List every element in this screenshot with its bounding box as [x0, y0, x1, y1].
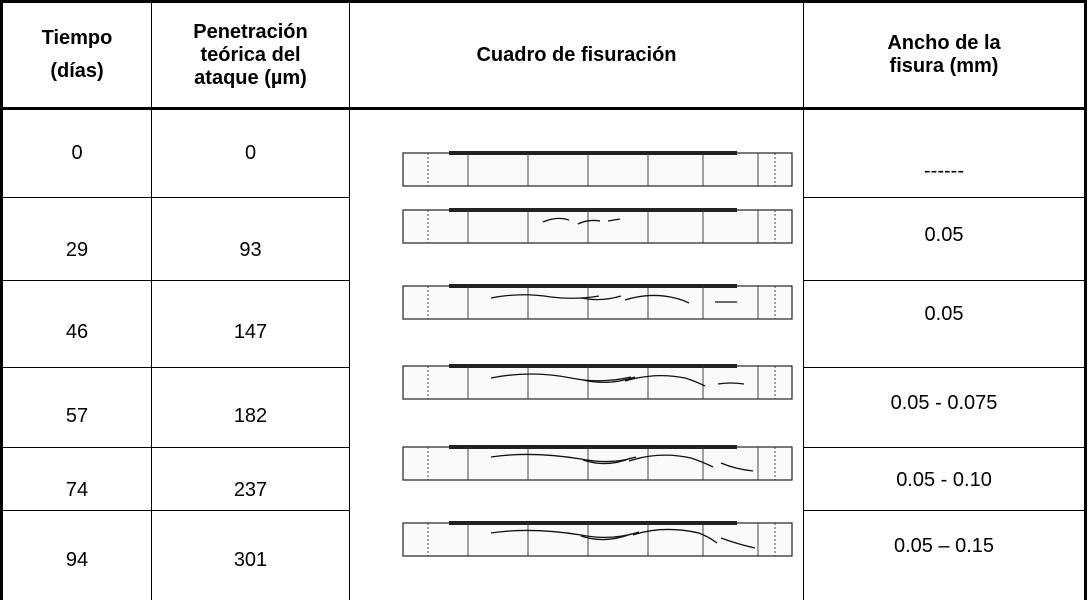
- crack-line: [490, 453, 637, 463]
- row-divider-1b: [151, 197, 350, 198]
- cell-penetracion-5: 301: [233, 548, 268, 571]
- row-divider-4c: [803, 447, 1087, 448]
- header-ancho: Ancho de la fisura (mm): [804, 3, 1084, 107]
- specimen-1: [402, 208, 793, 244]
- specimen-0: [402, 151, 793, 187]
- crack-line: [582, 457, 632, 465]
- header-tiempo-line-2: (días): [50, 60, 104, 82]
- cell-penetracion-2: 147: [233, 320, 268, 343]
- row-divider-3: [0, 367, 350, 368]
- crack-line: [580, 295, 622, 301]
- row-divider-1: [0, 197, 152, 198]
- cell-ancho-3: 0.05 - 0.075: [890, 391, 998, 414]
- header-ancho-line-1: Ancho de la: [887, 32, 1001, 54]
- table-border-top: [0, 0, 1087, 3]
- specimen-4: [402, 445, 793, 481]
- specimen-3: [402, 364, 793, 400]
- header-penetracion-line-3: ataque (µm): [194, 66, 307, 89]
- crack-line: [582, 376, 636, 384]
- table-border-right: [1084, 0, 1087, 600]
- cell-tiempo-5: 94: [65, 548, 89, 571]
- crack-line: [717, 382, 745, 385]
- crack-line: [720, 537, 756, 549]
- crack-line: [720, 462, 754, 472]
- col-divider-1: [151, 0, 152, 600]
- reinforcement-bar: [449, 521, 737, 525]
- row-divider-3c: [803, 367, 1087, 368]
- cell-ancho-1: 0.05: [924, 223, 964, 246]
- col-divider-2: [349, 0, 350, 600]
- row-divider-4: [0, 447, 350, 448]
- crack-line: [628, 454, 714, 468]
- header-penetracion-line-1: Penetración: [193, 20, 308, 43]
- cell-ancho-0: ------: [924, 160, 964, 182]
- header-cuadro: Cuadro de fisuración: [476, 43, 677, 66]
- specimen-outline: [402, 152, 793, 187]
- crack-line: [624, 374, 706, 387]
- crack-line: [624, 294, 690, 304]
- header-penetracion: Penetración teórica del ataque (µm): [152, 3, 349, 107]
- cell-tiempo-1: 29: [65, 238, 89, 261]
- col-divider-3: [803, 0, 804, 600]
- fissure-drawings: [402, 151, 793, 557]
- reinforcement-bar: [449, 284, 737, 288]
- cell-tiempo-2: 46: [65, 320, 89, 343]
- header-ancho-line-2: fisura (mm): [889, 55, 999, 77]
- specimen-2: [402, 284, 793, 320]
- row-divider-2c: [803, 280, 1087, 281]
- reinforcement-bar: [449, 445, 737, 449]
- table-border-left: [0, 0, 3, 600]
- crack-line: [607, 218, 621, 222]
- cell-tiempo-0: 0: [71, 142, 83, 164]
- crack-line: [632, 528, 718, 544]
- reinforcement-bar: [449, 151, 737, 155]
- crack-line: [490, 529, 640, 539]
- crack-line: [580, 533, 632, 541]
- row-divider-5: [0, 510, 350, 511]
- cell-tiempo-3: 57: [65, 404, 89, 427]
- header-penetracion-line-2: teórica del: [200, 43, 301, 66]
- cell-penetracion-0: 0: [244, 142, 257, 164]
- row-divider-2: [0, 280, 350, 281]
- cell-penetracion-1: 93: [239, 238, 262, 261]
- cell-penetracion-3: 182: [233, 404, 268, 427]
- crack-line: [577, 219, 601, 225]
- crack-line: [542, 217, 570, 223]
- crack-line: [490, 373, 632, 382]
- crack-line: [490, 294, 600, 299]
- cell-ancho-2: 0.05: [924, 302, 964, 325]
- row-divider-1c: [803, 197, 1087, 198]
- cell-tiempo-4: 74: [65, 478, 89, 501]
- reinforcement-bar: [449, 364, 737, 368]
- cell-ancho-4: 0.05 - 0.10: [896, 468, 992, 491]
- reinforcement-bar: [449, 208, 737, 212]
- header-tiempo: Tiempo (días): [3, 3, 151, 107]
- cell-ancho-5: 0.05 – 0.15: [893, 534, 995, 557]
- header-divider: [0, 107, 1087, 110]
- specimen-outline: [402, 209, 793, 244]
- header-tiempo-line-1: Tiempo: [41, 27, 113, 49]
- specimen-5: [402, 521, 793, 557]
- row-divider-5c: [803, 510, 1087, 511]
- cell-penetracion-4: 237: [233, 478, 268, 501]
